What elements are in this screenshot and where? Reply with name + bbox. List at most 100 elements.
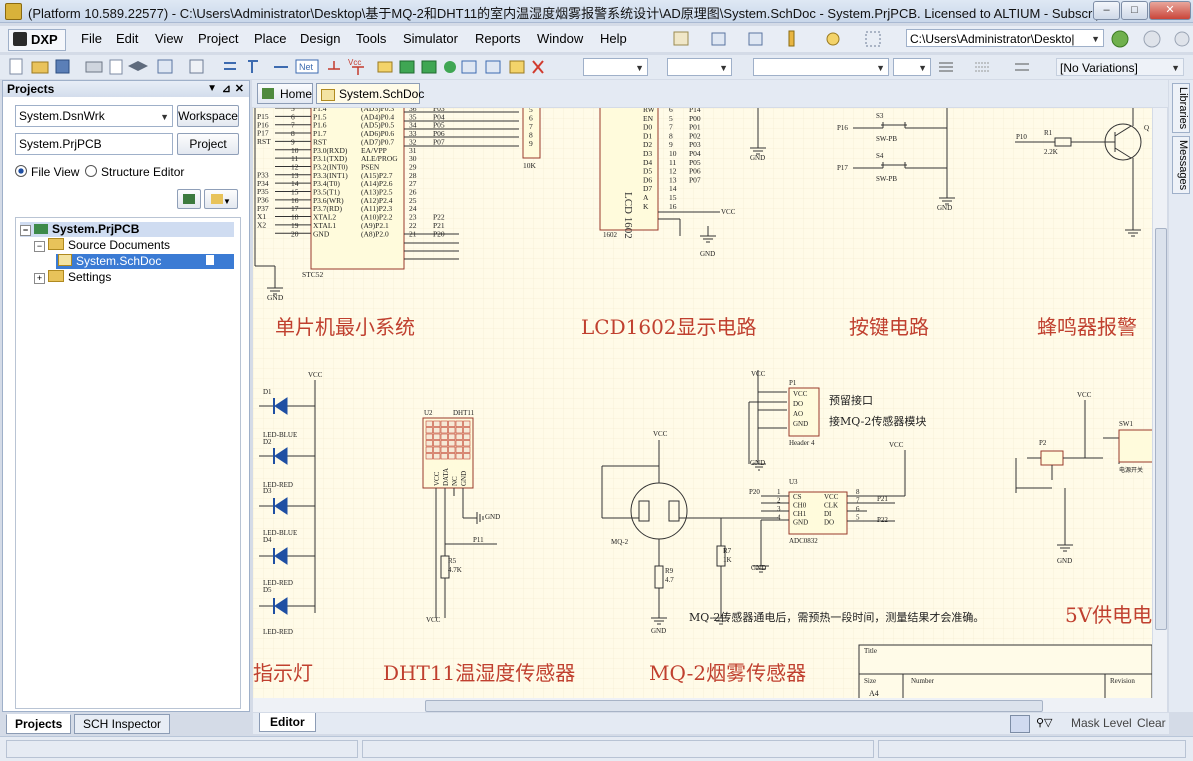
- sheet-symbol-icon[interactable]: [399, 60, 415, 74]
- layers-icon[interactable]: [128, 61, 148, 71]
- forward-icon[interactable]: [1143, 30, 1161, 48]
- d3-value: LED-BLUE: [263, 529, 297, 537]
- tree-settings[interactable]: +Settings: [34, 270, 111, 284]
- filter-combo-4[interactable]: ▼: [893, 58, 931, 76]
- tab-messages[interactable]: Messages: [1172, 136, 1190, 194]
- tree-project[interactable]: −System.PrjPCB: [20, 222, 234, 237]
- pin-icon[interactable]: [788, 30, 795, 47]
- horizontal-scrollbar[interactable]: [253, 698, 1167, 712]
- device-icon[interactable]: [461, 60, 477, 74]
- workspace-button[interactable]: Workspace: [177, 105, 239, 127]
- sheet-entry-icon[interactable]: [421, 60, 437, 74]
- scroll-thumb[interactable]: [425, 700, 1043, 712]
- menu-view[interactable]: View: [155, 31, 183, 46]
- variations-combo[interactable]: [No Variations]▼: [1056, 58, 1184, 76]
- menu-window[interactable]: Window: [537, 31, 584, 46]
- bus-icon[interactable]: [248, 60, 258, 73]
- wire-icon[interactable]: [224, 62, 236, 70]
- project-combo[interactable]: System.PrjPCB: [15, 133, 173, 155]
- adc-wires: [753, 450, 906, 573]
- new-file-icon[interactable]: [9, 58, 23, 75]
- filter-combo-3[interactable]: ▼: [753, 58, 889, 76]
- maximize-button[interactable]: □: [1121, 1, 1148, 20]
- browse-icon[interactable]: [157, 59, 173, 74]
- mcu-net-label: P05: [433, 121, 445, 130]
- file-view-radio[interactable]: File View: [15, 165, 79, 179]
- lcd-pin-labels: RWEND0D1D2D3D4D5D6D7AK657891011121314151…: [643, 108, 701, 211]
- port-2-icon[interactable]: [485, 60, 501, 74]
- close-icon[interactable]: ✕: [234, 83, 244, 95]
- tab-sch-inspector[interactable]: SCH Inspector: [74, 714, 171, 734]
- menu-reports[interactable]: Reports: [475, 31, 521, 46]
- tab-projects[interactable]: Projects: [6, 714, 72, 734]
- dht11-grid-cell: [440, 446, 448, 453]
- menu-design[interactable]: Design: [300, 31, 341, 46]
- save-icon[interactable]: [55, 59, 70, 74]
- harness-icon[interactable]: [444, 61, 456, 73]
- tab-libraries[interactable]: Libraries: [1172, 83, 1190, 133]
- tab-home[interactable]: Home: [257, 83, 313, 104]
- filter-icon[interactable]: ⚲▽: [1036, 717, 1053, 729]
- filter-combo-2[interactable]: ▼: [667, 58, 732, 76]
- vertical-scrollbar[interactable]: [1153, 108, 1167, 698]
- more-icon[interactable]: [1174, 31, 1190, 47]
- zoom-icon[interactable]: [189, 59, 204, 74]
- expand-icon[interactable]: +: [34, 273, 45, 284]
- heading-leds: 指示灯: [253, 661, 313, 685]
- adc-pin-name: CH1: [793, 510, 807, 518]
- vcc-power-icon[interactable]: [352, 66, 364, 75]
- shape-icon[interactable]: [826, 32, 840, 46]
- menu-project[interactable]: Project: [198, 31, 239, 46]
- list-2-icon[interactable]: [975, 62, 989, 72]
- menu-edit[interactable]: Edit: [116, 31, 139, 46]
- chevron-down-icon[interactable]: ▼: [207, 83, 217, 94]
- eraser-icon[interactable]: [1010, 715, 1030, 733]
- print-preview-icon[interactable]: [109, 59, 123, 75]
- open-folder-icon[interactable]: [31, 61, 49, 74]
- clear-button[interactable]: Clear: [1137, 716, 1166, 730]
- tree-source-documents[interactable]: −Source Documents: [34, 238, 170, 252]
- menu-place[interactable]: Place: [254, 31, 287, 46]
- edit-icon[interactable]: [673, 31, 689, 46]
- mcu-net-label: P35: [257, 187, 269, 196]
- path-combo[interactable]: C:\Users\Administrator\Deskto|▼: [906, 29, 1104, 47]
- dxp-menu[interactable]: DXP: [8, 29, 66, 51]
- view-options-button[interactable]: ▼: [204, 189, 238, 209]
- port-icon[interactable]: [748, 32, 763, 46]
- collapse-icon[interactable]: −: [34, 241, 45, 252]
- tab-system-schdoc[interactable]: System.SchDoc: [316, 83, 424, 104]
- gnd-power-icon[interactable]: [328, 61, 340, 70]
- pin-icon[interactable]: ⊿: [221, 83, 231, 95]
- directive-icon[interactable]: [509, 60, 525, 74]
- minimize-button[interactable]: –: [1093, 1, 1120, 20]
- panel-tabs: Projects SCH Inspector: [2, 714, 250, 734]
- project-options-button[interactable]: [177, 189, 201, 209]
- project-button[interactable]: Project: [177, 133, 239, 155]
- menu-file[interactable]: File: [81, 31, 102, 46]
- menu-simulator[interactable]: Simulator: [403, 31, 458, 46]
- print-icon[interactable]: [85, 61, 103, 73]
- net-label-icon[interactable]: [295, 59, 319, 74]
- menu-tools[interactable]: Tools: [356, 31, 387, 46]
- schematic-drawing: P1.4P1.5P1.6P1.7RSTP3.0(RXD)P3.1(TXD)P3.…: [253, 108, 1152, 698]
- tab-editor[interactable]: Editor: [259, 713, 316, 732]
- part-icon[interactable]: [377, 61, 393, 73]
- menu-help[interactable]: Help: [600, 31, 627, 46]
- lcd-block: [599, 108, 720, 243]
- list-icon[interactable]: [939, 62, 953, 72]
- grid-icon[interactable]: [865, 31, 881, 47]
- collapse-icon[interactable]: −: [20, 225, 31, 236]
- close-button[interactable]: ✕: [1149, 1, 1191, 20]
- workspace-combo[interactable]: System.DsnWrk▼: [15, 105, 173, 127]
- align-icon[interactable]: [711, 32, 726, 46]
- scroll-thumb[interactable]: [1155, 228, 1167, 630]
- tree-schdoc[interactable]: System.SchDoc: [56, 254, 234, 269]
- mask-level-button[interactable]: Mask Level: [1071, 716, 1132, 730]
- title-bar: (Platform 10.589.22577) - C:\Users\Admin…: [0, 0, 1193, 23]
- back-icon[interactable]: [1111, 30, 1129, 48]
- filter-combo-1[interactable]: ▼: [583, 58, 648, 76]
- structure-editor-radio[interactable]: Structure Editor: [85, 165, 184, 179]
- arrange-icon[interactable]: [1015, 63, 1029, 71]
- no-erc-icon[interactable]: [532, 60, 544, 74]
